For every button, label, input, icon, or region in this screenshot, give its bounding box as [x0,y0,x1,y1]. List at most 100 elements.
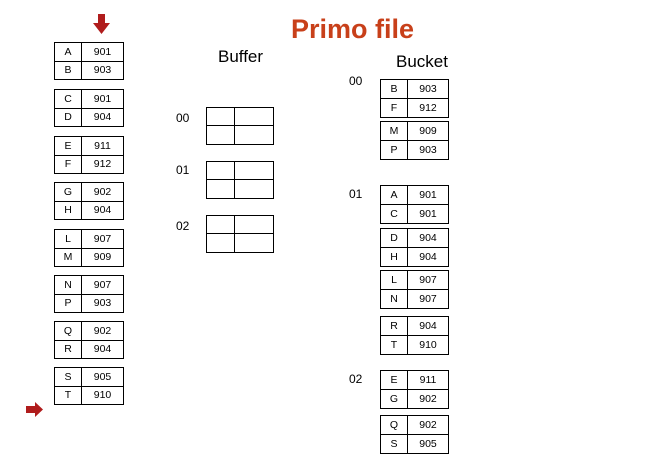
record-value: 907 [93,278,112,291]
record-key: E [381,371,408,389]
buffer-page [206,215,274,253]
record-value: 905 [93,370,112,383]
record-key: D [55,108,82,126]
record-key: S [381,435,408,453]
record-row: A 901 [55,43,123,61]
record-value: 907 [419,293,437,305]
record-key: B [381,80,408,98]
record-key: A [381,186,408,204]
record-value: 910 [93,389,112,402]
record-key: Q [381,416,408,434]
record-value: 912 [419,102,437,114]
record-value: 912 [93,158,112,171]
buffer-heading: Buffer [218,47,264,66]
record-row: N 907 [381,289,448,308]
record-row: S 905 [55,368,123,386]
record-key: H [381,248,408,266]
buffer-slot [207,108,235,126]
record-row: F 912 [55,154,123,173]
buffer-slot [235,108,273,126]
buffer-label: 00 [176,111,190,125]
record-row: R 904 [381,317,448,335]
record-value: 904 [419,251,437,263]
record-value: 910 [419,339,437,351]
record-value: 911 [419,374,437,386]
record-value: 901 [93,45,112,58]
record-key: N [55,276,82,294]
buffer-slot [235,162,273,180]
record-key: G [55,183,82,201]
record-row: E 911 [381,371,448,389]
buffer-slot [207,126,235,144]
record-row: G 902 [55,183,123,201]
record-value: 902 [419,419,437,431]
slide-title: Primo file [291,14,415,44]
buffer-slot [207,180,235,198]
record-key: N [381,290,408,308]
buffer-slot [207,216,235,234]
record-value: 902 [419,393,437,405]
bucket-label: 01 [349,187,363,201]
record-key: L [55,230,82,248]
buffer-page [206,161,274,199]
record-value: 902 [93,185,112,198]
record-key: E [55,137,82,155]
record-key: R [55,340,82,358]
record-value: 901 [419,208,437,220]
record-row: T 910 [381,335,448,354]
record-value: 904 [419,320,437,332]
record-value: 903 [93,64,112,77]
record-key: P [381,141,408,159]
record-key: F [55,155,82,173]
buffer-slot [235,216,273,234]
record-value: 903 [419,83,437,95]
record-row: M 909 [381,122,448,140]
record-key: M [381,122,408,140]
record-key: A [55,43,82,61]
buffer-slot [207,162,235,180]
read-pointer-down-arrow-icon [93,14,110,34]
record-value: 903 [93,297,112,310]
end-of-file-arrow-icon [26,402,43,417]
record-key: D [381,229,408,247]
record-row: T 910 [55,385,123,404]
record-row: P 903 [55,293,123,312]
record-value: 901 [93,92,112,105]
record-key: Q [55,322,82,340]
record-key: R [381,317,408,335]
record-row: C 901 [55,90,123,108]
record-key: M [55,248,82,266]
record-key: C [381,205,408,223]
buffer-slot [207,234,235,252]
record-value: 909 [419,125,437,137]
record-key: P [55,294,82,312]
record-key: H [55,201,82,219]
record-key: S [55,368,82,386]
bucket-label: 00 [349,74,363,88]
buffer-label: 02 [176,219,190,233]
record-key: C [55,90,82,108]
record-value: 911 [94,139,111,152]
record-key: T [381,336,408,354]
record-value: 904 [93,111,112,124]
record-key: T [55,386,82,404]
